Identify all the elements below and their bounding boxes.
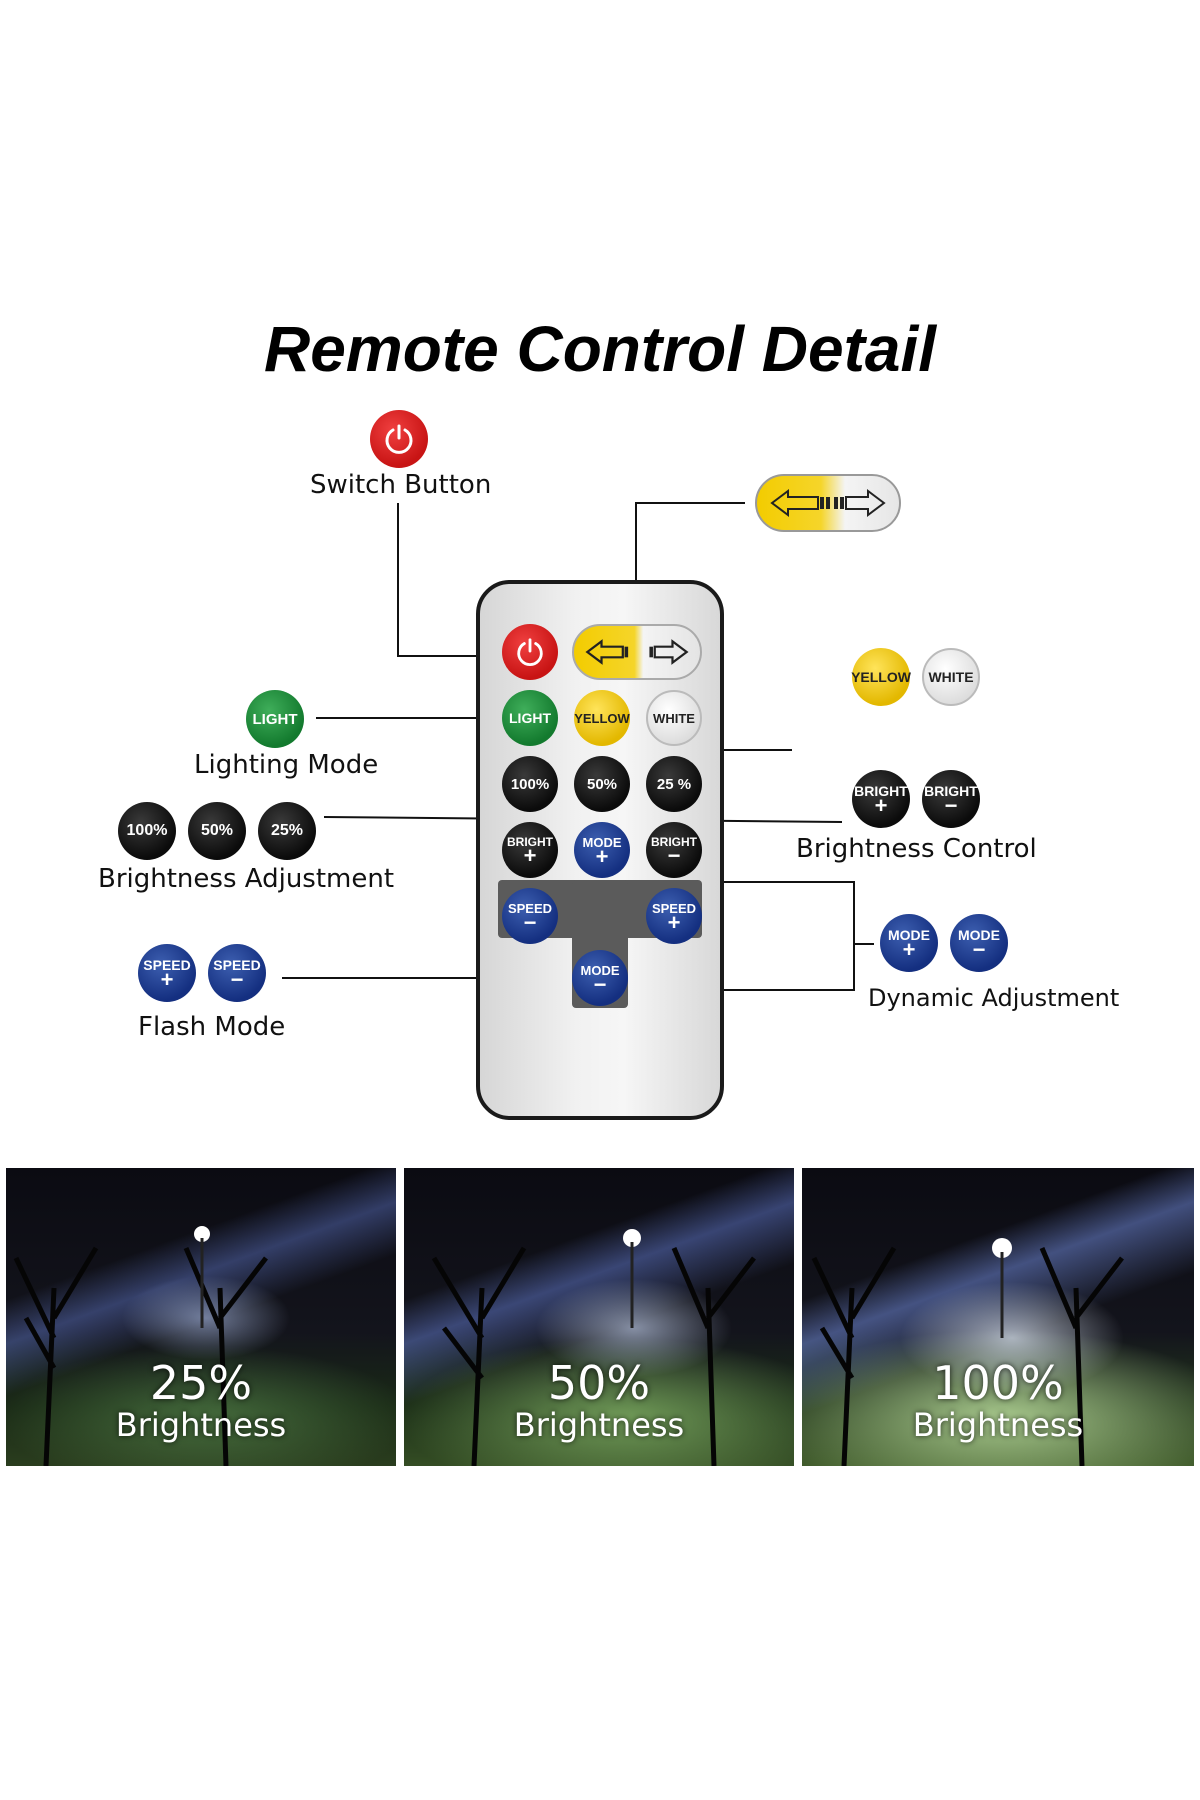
speed-plus-button[interactable]: SPEED + <box>646 888 702 944</box>
left-right-arrows-icon <box>770 489 886 517</box>
dynamic-adjustment-label: Dynamic Adjustment <box>868 984 1120 1012</box>
power-icon <box>385 424 413 454</box>
yellow-button[interactable]: YELLOW <box>574 690 630 746</box>
tree-silhouette-icon <box>13 1226 268 1466</box>
speed-plus-callout: SPEED + <box>138 944 196 1002</box>
mode-plus-callout: MODE + <box>880 914 938 972</box>
mode-minus-button[interactable]: MODE − <box>572 950 628 1006</box>
page-title: Remote Control Detail <box>263 313 937 385</box>
mode-minus-callout: MODE − <box>950 914 1008 972</box>
power-button-callout <box>370 410 428 468</box>
tree-silhouette-icon <box>431 1229 756 1466</box>
brightness-photo-100: 100% Brightness <box>802 1168 1194 1466</box>
photo-percent-50: 50% <box>547 1356 651 1410</box>
lighting-mode-label: Lighting Mode <box>194 750 379 780</box>
bright-plus-callout: BRIGHT + <box>852 770 910 828</box>
photo-word-25: Brightness <box>115 1406 287 1444</box>
photo-percent-100: 100% <box>932 1356 1064 1410</box>
brightness-50-button[interactable]: 50% <box>574 756 630 812</box>
direction-pill-button[interactable] <box>572 624 702 680</box>
brightness-100-callout: 100% <box>118 802 176 860</box>
brightness-photo-25: 25% Brightness <box>6 1168 396 1466</box>
speed-minus-button[interactable]: SPEED − <box>502 888 558 944</box>
light-button-callout: LIGHT <box>246 690 304 748</box>
bright-minus-callout: BRIGHT − <box>922 770 980 828</box>
photo-word-50: Brightness <box>513 1406 685 1444</box>
brightness-adjustment-label: Brightness Adjustment <box>98 864 395 894</box>
yellow-button-callout: YELLOW <box>851 648 911 706</box>
power-icon <box>517 638 543 667</box>
brightness-25-button[interactable]: 25 % <box>646 756 702 812</box>
brightness-50-callout: 50% <box>188 802 246 860</box>
white-button-callout: WHITE <box>922 648 980 706</box>
direction-pill-callout <box>755 474 901 532</box>
speed-minus-callout: SPEED − <box>208 944 266 1002</box>
brightness-control-label: Brightness Control <box>796 834 1037 864</box>
brightness-25-callout: 25% <box>258 802 316 860</box>
switch-button-label: Switch Button <box>310 470 492 500</box>
tree-silhouette-icon <box>811 1238 1124 1466</box>
white-button[interactable]: WHITE <box>646 690 702 746</box>
bright-minus-button[interactable]: BRIGHT − <box>646 822 702 878</box>
power-button[interactable] <box>502 624 558 680</box>
light-button[interactable]: LIGHT <box>502 690 558 746</box>
mode-plus-button[interactable]: MODE + <box>574 822 630 878</box>
brightness-100-button[interactable]: 100% <box>502 756 558 812</box>
photo-percent-25: 25% <box>149 1356 253 1410</box>
brightness-photo-50: 50% Brightness <box>404 1168 794 1466</box>
bright-plus-button[interactable]: BRIGHT + <box>502 822 558 878</box>
flash-mode-label: Flash Mode <box>138 1012 286 1042</box>
photo-word-100: Brightness <box>912 1406 1084 1444</box>
left-right-arrows-icon <box>585 639 689 665</box>
